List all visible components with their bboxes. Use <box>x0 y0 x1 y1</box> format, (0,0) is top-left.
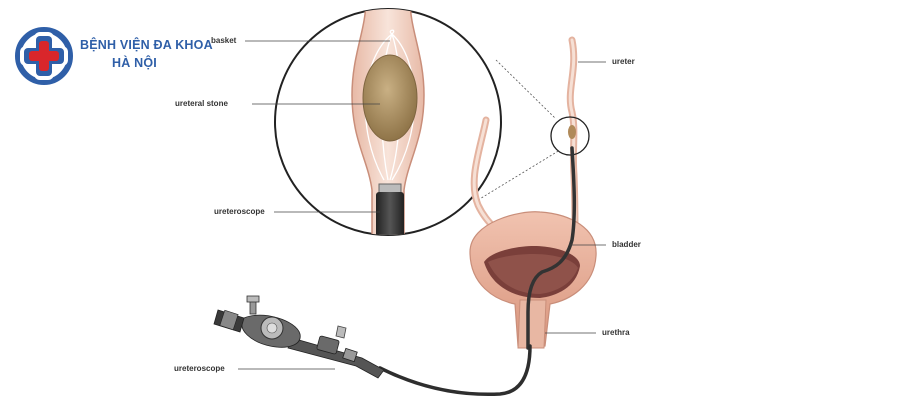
ureteroscope-handle <box>213 295 385 379</box>
zoom-circle-small <box>550 116 590 156</box>
logo-line2: HÀ NỘI <box>112 56 157 70</box>
hospital-logo: BỆNH VIỆN ĐA KHOA HÀ NỘI <box>14 26 213 86</box>
label-basket: basket <box>211 36 237 45</box>
label-ureteroscope-bottom: ureteroscope <box>174 364 225 373</box>
logo-line1: BỆNH VIỆN ĐA KHOA <box>80 38 213 52</box>
label-bladder: bladder <box>612 240 641 249</box>
small-stone <box>568 125 576 139</box>
magnified-view <box>274 8 502 236</box>
label-urethra: urethra <box>602 328 630 337</box>
label-ureter: ureter <box>612 57 635 66</box>
label-ureteral-stone: ureteral stone <box>175 99 228 108</box>
medical-cross-logo-icon <box>15 27 73 85</box>
scope-cable-internal <box>526 146 577 350</box>
leader-lines <box>238 40 606 370</box>
label-ureteroscope-top: ureteroscope <box>214 207 265 216</box>
magnify-connectors <box>477 59 561 201</box>
urethra <box>517 299 547 349</box>
ureteral-stone <box>362 54 418 142</box>
scope-cable-external <box>378 344 532 397</box>
